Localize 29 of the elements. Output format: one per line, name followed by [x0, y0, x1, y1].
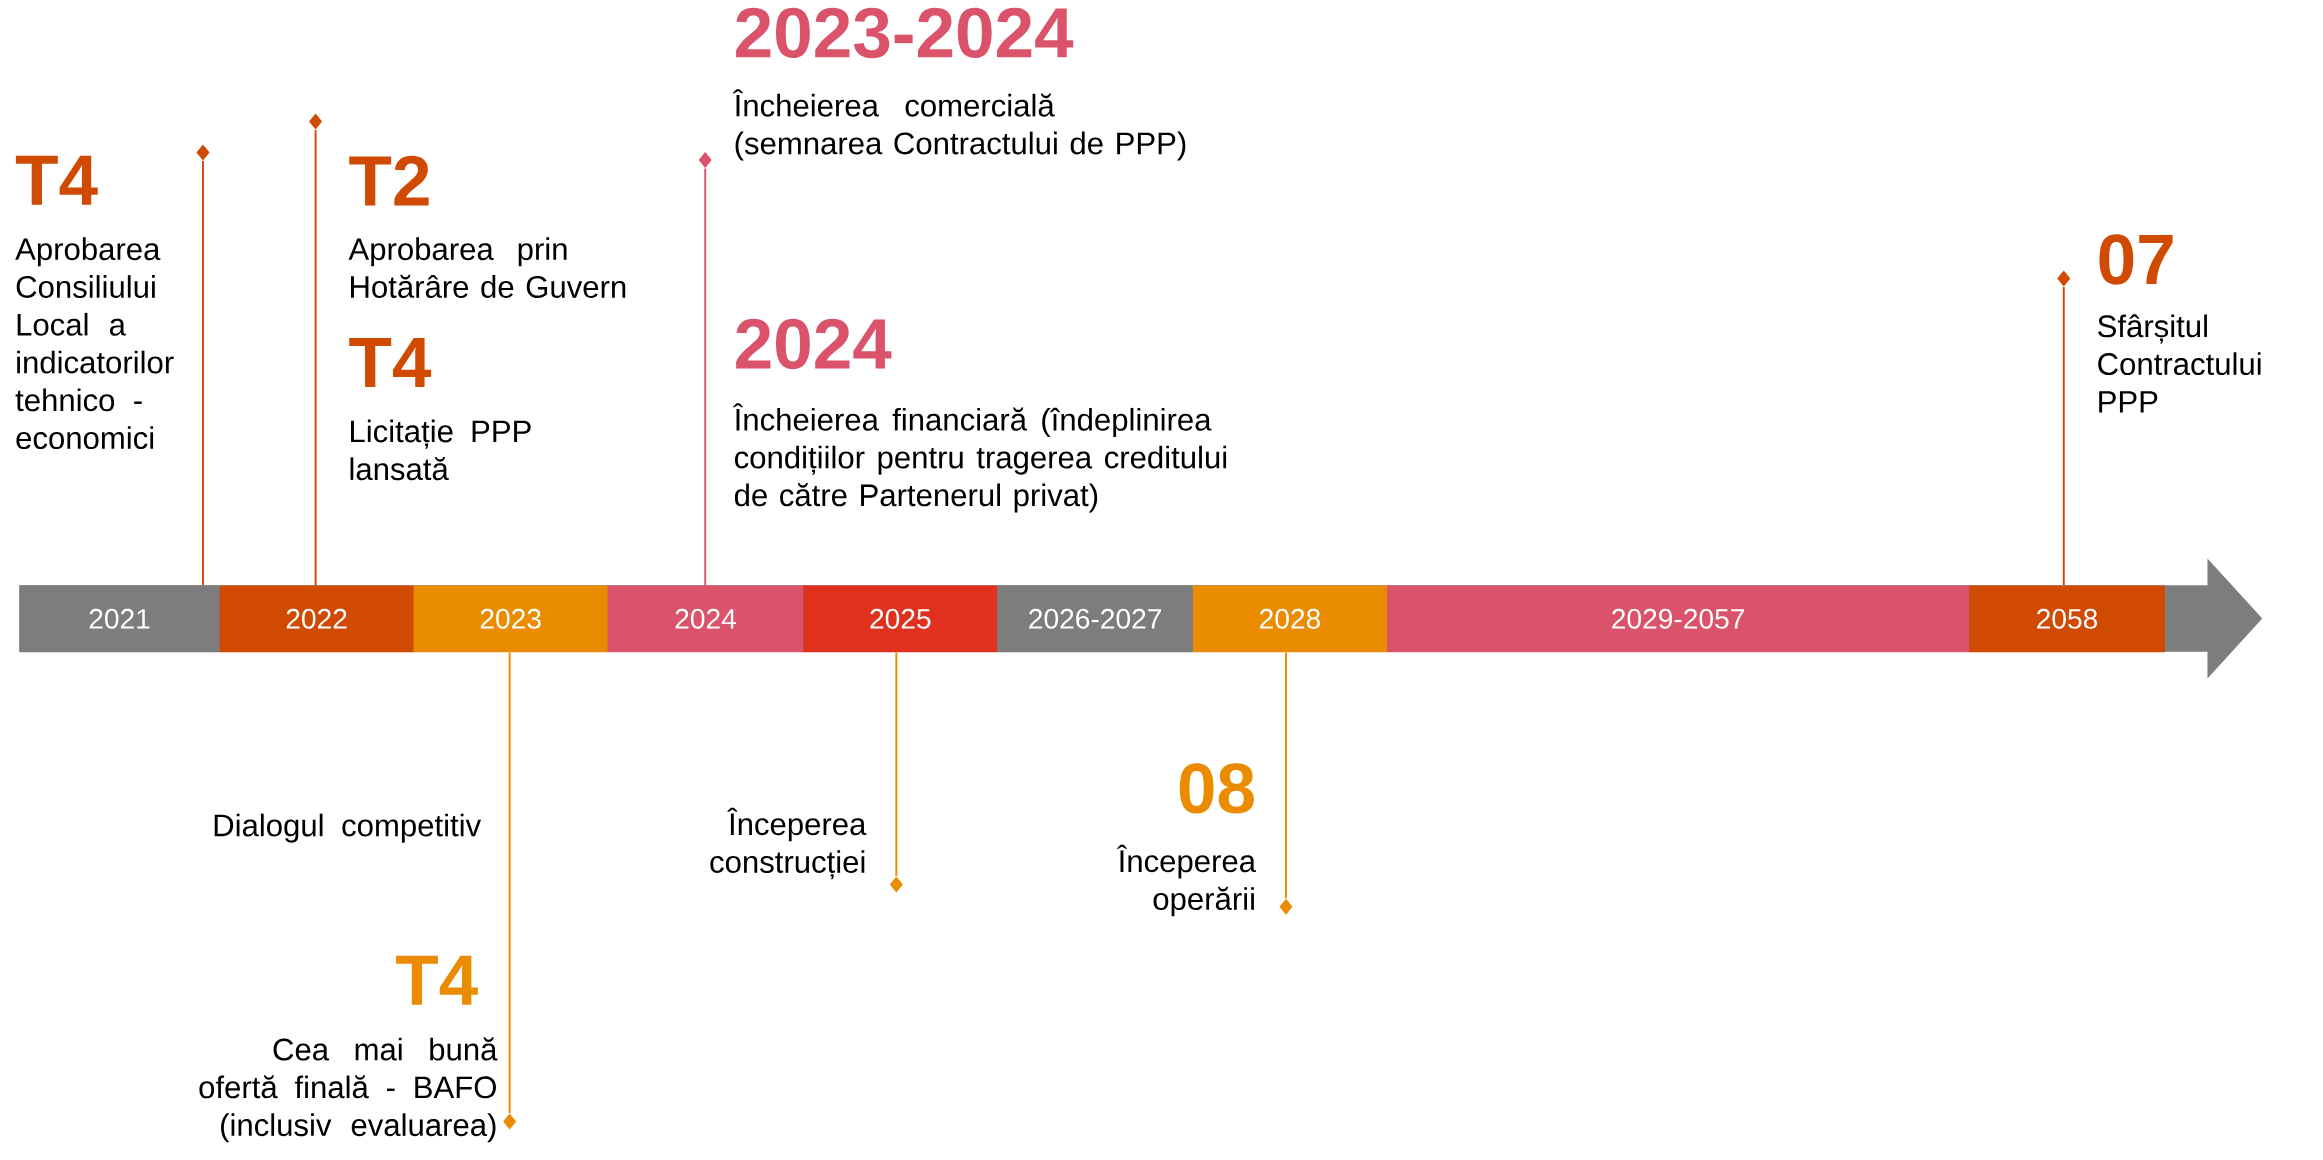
- date-heading: 07: [2099, 234, 2173, 285]
- year-segment: 2024: [607, 585, 804, 653]
- date-heading: T4: [15, 155, 98, 205]
- date-heading: T4: [396, 955, 478, 1005]
- year-segment: 2026-2027: [997, 585, 1193, 653]
- year-segment: 2029-2057: [1387, 585, 1970, 653]
- diamond-marker: [2057, 270, 2071, 287]
- year-segment: 2025: [803, 585, 998, 653]
- event-text: Încheierea comercială (semnarea Contractului de PPP): [732, 89, 1186, 161]
- year-segment: 2022: [219, 585, 414, 653]
- diamond-marker: [698, 151, 712, 168]
- event-text: Licitație PPP lansată: [350, 419, 531, 481]
- event-text: Dialogul competitiv: [214, 813, 482, 843]
- date-heading: T2: [349, 155, 429, 206]
- diamond-marker: [196, 144, 210, 161]
- date-heading: 08: [1179, 763, 1254, 814]
- diamond-marker: [889, 876, 903, 893]
- event-text: Aprobarea Consiliului Local a indicatorilor tehnico - economici: [15, 237, 174, 450]
- year-segment: 2023: [413, 585, 608, 653]
- diamond-marker: [1279, 898, 1293, 915]
- year-segment: 2058: [1969, 585, 2165, 653]
- date-heading: 2024: [736, 318, 892, 370]
- event-text: Încheierea financiară (îndeplinirea condițiilor pentru tragerea creditului de către Partenerul privat): [732, 403, 1227, 513]
- year-segment: 2021: [19, 585, 220, 653]
- date-heading: T4: [349, 338, 432, 387]
- event-text: Aprobarea prin Hotărâre de Guvern: [348, 237, 626, 298]
- year-segment: 2028: [1192, 585, 1387, 653]
- diamond-marker: [309, 113, 323, 130]
- diamond-marker: [503, 1113, 517, 1130]
